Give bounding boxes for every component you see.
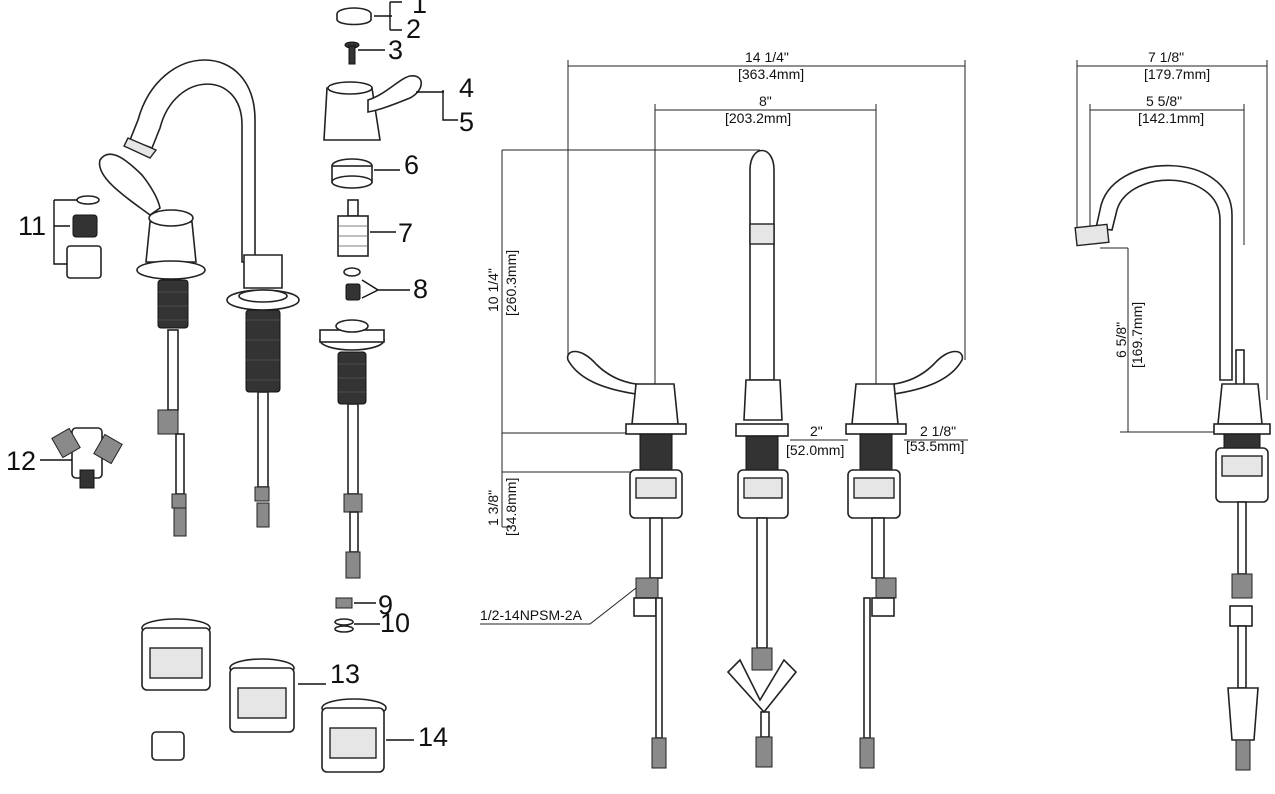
callout-8: 8 bbox=[413, 274, 428, 304]
seat-spring-part bbox=[343, 267, 410, 301]
side-view: 7 1/8" [179.7mm] 5 5/8" [142.1mm] 6 5/8"… bbox=[1074, 49, 1271, 771]
aerator-part bbox=[53, 195, 102, 279]
overall-width-in: 14 1/4" bbox=[745, 49, 789, 65]
callout-12: 12 bbox=[6, 446, 36, 476]
exploded-view: 1 2 3 4 5 6 7 8 9 10 11 12 13 14 bbox=[6, 0, 474, 773]
exploded-spout bbox=[123, 59, 300, 528]
mixing-tee-part bbox=[40, 427, 123, 489]
depth-in: 7 1/8" bbox=[1148, 49, 1184, 65]
cap-part bbox=[336, 1, 402, 31]
reach-in: 5 5/8" bbox=[1146, 93, 1182, 109]
callout-11: 11 bbox=[18, 211, 46, 241]
callout-14: 14 bbox=[418, 722, 448, 752]
coupling-nuts-part bbox=[141, 618, 414, 773]
callout-3: 3 bbox=[388, 35, 403, 65]
deck-mm: [34.8mm] bbox=[503, 478, 519, 536]
callout-2: 2 bbox=[406, 14, 421, 44]
spout-base-in: 2" bbox=[810, 423, 823, 439]
callout-4: 4 bbox=[459, 73, 474, 103]
deck-in: 1 3/8" bbox=[485, 490, 501, 526]
screw-part bbox=[344, 41, 385, 65]
cartridge-part bbox=[337, 199, 396, 257]
callout-6: 6 bbox=[404, 150, 419, 180]
reach-mm: [142.1mm] bbox=[1138, 110, 1204, 126]
height-in: 10 1/4" bbox=[485, 268, 501, 312]
height-mm: [260.3mm] bbox=[503, 250, 519, 316]
exploded-handle-left bbox=[98, 153, 206, 537]
handle-base-in: 2 1/8" bbox=[920, 423, 956, 439]
bonnet-nut-part bbox=[331, 158, 400, 189]
overall-width-mm: [363.4mm] bbox=[738, 66, 804, 82]
oring-part bbox=[334, 618, 380, 633]
handle-part bbox=[323, 75, 458, 141]
callout-13: 13 bbox=[330, 659, 360, 689]
callout-5: 5 bbox=[459, 107, 474, 137]
center-width-mm: [203.2mm] bbox=[725, 110, 791, 126]
connection-label: 1/2-14NPSM-2A bbox=[480, 607, 583, 623]
front-view: 14 1/4" [363.4mm] 8" [203.2mm] 10 1/4" [… bbox=[480, 49, 968, 769]
valve-body-part bbox=[319, 319, 385, 579]
callout-9: 9 bbox=[378, 590, 393, 620]
handle-base-mm: [53.5mm] bbox=[906, 438, 964, 454]
spout-height-mm: [169.7mm] bbox=[1129, 302, 1145, 368]
spout-height-in: 6 5/8" bbox=[1113, 322, 1129, 358]
callout-10: 10 bbox=[380, 608, 410, 638]
center-width-in: 8" bbox=[759, 93, 772, 109]
spout-base-mm: [52.0mm] bbox=[786, 442, 844, 458]
clip-part bbox=[335, 597, 376, 609]
depth-mm: [179.7mm] bbox=[1144, 66, 1210, 82]
callout-7: 7 bbox=[398, 218, 413, 248]
callout-1: 1 bbox=[412, 0, 427, 19]
